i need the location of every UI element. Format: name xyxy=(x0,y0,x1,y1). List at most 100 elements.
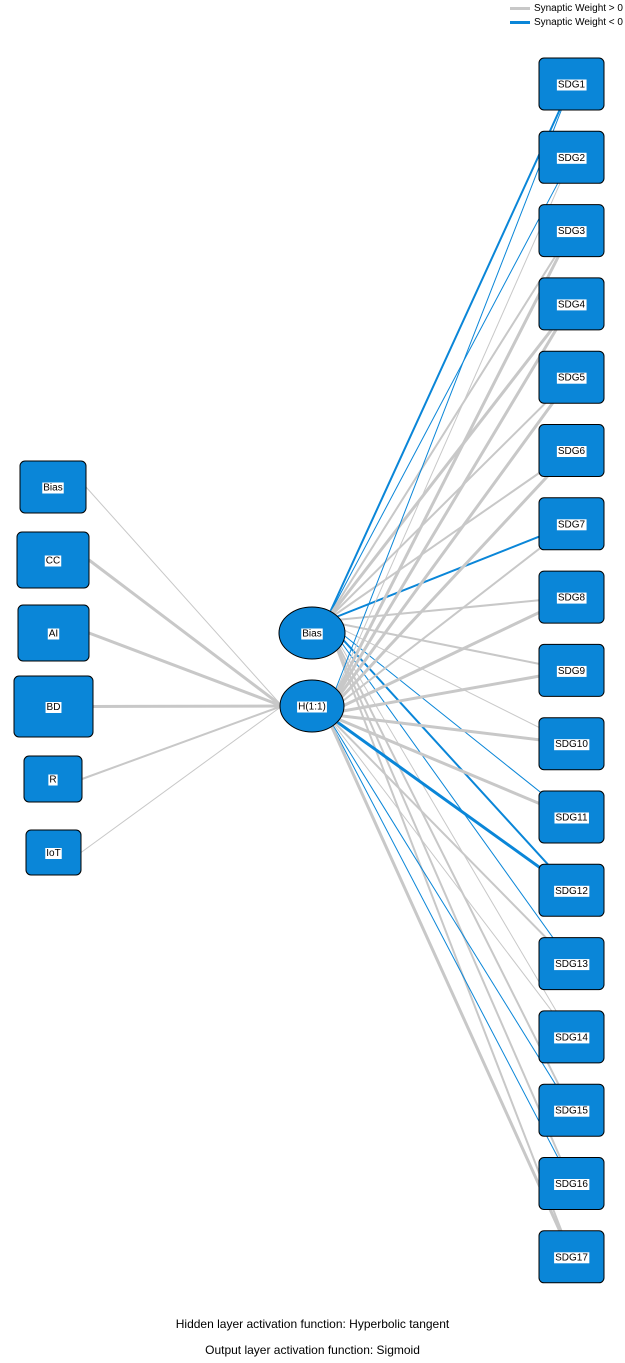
legend-positive-label: Synaptic Weight > 0 xyxy=(533,2,623,14)
output-node-label-sdg14-backing xyxy=(554,1032,590,1044)
edge-h-to-sdg4 xyxy=(324,303,573,715)
output-node-label-sdg8-backing xyxy=(556,592,587,604)
edge-hbias-to-sdg7 xyxy=(325,522,572,622)
output-node-label-sdg1: SDG1 xyxy=(558,80,586,91)
legend-negative: Synaptic Weight < 0 xyxy=(509,15,623,29)
output-node-label-sdg3: SDG3 xyxy=(558,226,586,237)
edge-h-to-sdg3 xyxy=(324,229,573,715)
edge-h-to-sdg15 xyxy=(325,713,572,1111)
edge-h-to-sdg11 xyxy=(325,712,573,819)
edge-hbias-to-sdg1 xyxy=(325,83,573,622)
edge-h-to-sdg17 xyxy=(324,713,573,1258)
edge-hbias-to-sdg6 xyxy=(325,449,573,622)
output-node-label-sdg12-backing xyxy=(554,885,590,897)
output-node-label-sdg5-backing xyxy=(556,372,587,384)
output-node-label-sdg15: SDG15 xyxy=(555,1106,588,1117)
input-node-label-bias: Bias xyxy=(43,483,62,494)
output-node-label-sdg11: SDG11 xyxy=(555,813,587,824)
output-node-label-sdg6-backing xyxy=(556,446,587,457)
edge-hbias-to-sdg2 xyxy=(325,157,572,622)
input-node-label-r: R xyxy=(49,775,56,786)
output-node-label-sdg15-backing xyxy=(554,1105,590,1117)
edge-hbias-to-sdg12 xyxy=(325,620,573,891)
hidden-activation-caption: Hidden layer activation function: Hyperb… xyxy=(175,1317,450,1331)
edge-iot-to-h xyxy=(80,705,283,853)
hidden-node-label-h-1-1-backing xyxy=(297,701,327,713)
edge-h-to-sdg16 xyxy=(325,713,572,1184)
input-node-label-iot-backing xyxy=(45,848,62,859)
output-node-label-sdg7: SDG7 xyxy=(558,519,586,530)
input-node-label-bias-backing xyxy=(42,482,64,494)
output-node-label-sdg4: SDG4 xyxy=(558,299,586,310)
output-node-label-sdg8: SDG8 xyxy=(558,593,586,604)
edge-ai-to-h xyxy=(88,631,283,708)
input-node-label-cc: CC xyxy=(46,556,60,567)
input-node-label-cc-backing xyxy=(44,555,62,567)
edge-h-to-sdg1 xyxy=(325,83,572,715)
output-node-label-sdg13-backing xyxy=(554,959,590,971)
edge-hbias-to-sdg5 xyxy=(325,376,573,622)
edge-hbias-to-sdg9 xyxy=(325,620,572,672)
output-node-label-sdg12: SDG12 xyxy=(555,886,588,897)
output-node-label-sdg7-backing xyxy=(556,519,587,531)
input-node-label-r-backing xyxy=(48,774,58,786)
edge-hbias-to-sdg15 xyxy=(325,620,573,1111)
output-node-label-sdg3-backing xyxy=(556,226,587,238)
edge-h-to-sdg12 xyxy=(325,712,573,892)
edge-hbias-to-sdg16 xyxy=(325,620,573,1184)
edge-h-to-sdg10 xyxy=(325,712,572,746)
edge-h-to-sdg2 xyxy=(325,157,572,715)
output-node-label-sdg14: SDG14 xyxy=(555,1032,588,1043)
edge-h-to-sdg14 xyxy=(325,713,572,1038)
input-node-label-ai-backing xyxy=(47,628,60,640)
output-node-label-sdg10: SDG10 xyxy=(555,739,588,750)
output-node-label-sdg13: SDG13 xyxy=(555,959,588,970)
edge-h-to-sdg8 xyxy=(325,595,573,716)
output-node-label-sdg1-backing xyxy=(556,79,587,91)
edge-hbias-to-sdg17 xyxy=(325,620,573,1258)
edge-h-to-sdg6 xyxy=(324,449,573,716)
hidden-node-label-bias: Bias xyxy=(302,629,321,640)
legend-negative-label: Synaptic Weight < 0 xyxy=(533,16,623,28)
legend: Synaptic Weight > 0 Synaptic Weight < 0 xyxy=(509,1,623,29)
output-node-label-sdg9-backing xyxy=(556,665,587,677)
edge-hbias-to-sdg4 xyxy=(324,302,573,622)
output-node-label-sdg10-backing xyxy=(554,739,590,751)
output-node-label-sdg4-backing xyxy=(556,299,587,311)
hidden-node-label-bias-backing xyxy=(301,628,323,640)
edge-h-to-sdg13 xyxy=(325,713,573,965)
output-node-label-sdg6: SDG6 xyxy=(558,446,586,457)
output-node-label-sdg11-backing xyxy=(554,812,589,824)
legend-negative-swatch xyxy=(509,20,530,24)
output-node-label-sdg2: SDG2 xyxy=(558,153,586,164)
legend-positive-swatch xyxy=(509,6,530,10)
edge-hbias-to-sdg13 xyxy=(325,620,572,964)
input-node-label-bd: BD xyxy=(47,702,61,713)
output-node-label-sdg17: SDG17 xyxy=(555,1252,588,1263)
edge-hbias-to-sdg3 xyxy=(325,230,573,622)
output-activation-caption: Output layer activation function: Sigmoi… xyxy=(205,1343,420,1357)
edge-r-to-h xyxy=(81,705,283,780)
edge-h-to-sdg7 xyxy=(325,523,573,715)
legend-positive: Synaptic Weight > 0 xyxy=(509,1,623,15)
output-node-label-sdg16-backing xyxy=(554,1179,590,1190)
edge-bd-to-h xyxy=(92,704,283,708)
output-node-label-sdg2-backing xyxy=(556,152,587,164)
edge-h-to-sdg9 xyxy=(325,668,572,716)
input-node-label-iot: IoT xyxy=(46,848,60,859)
input-node-label-ai: AI xyxy=(49,629,58,640)
edge-h-to-sdg5 xyxy=(324,376,573,715)
edge-bias-to-h xyxy=(85,486,283,707)
output-node-label-sdg17-backing xyxy=(554,1252,590,1264)
edge-hbias-to-sdg11 xyxy=(325,620,572,818)
output-node-label-sdg16: SDG16 xyxy=(555,1179,588,1190)
edge-hbias-to-sdg8 xyxy=(325,596,572,622)
hidden-node-label-h-1-1: H(1:1) xyxy=(298,702,326,713)
output-node-label-sdg5: SDG5 xyxy=(558,373,586,384)
connection-layer xyxy=(80,83,573,1258)
edge-cc-to-h xyxy=(88,558,283,708)
edge-hbias-to-sdg14 xyxy=(325,620,572,1038)
input-node-label-bd-backing xyxy=(45,702,62,713)
node-layer: BiasCCAIBDRIoTBiasH(1:1)SDG1SDG2SDG3SDG4… xyxy=(13,57,605,1284)
